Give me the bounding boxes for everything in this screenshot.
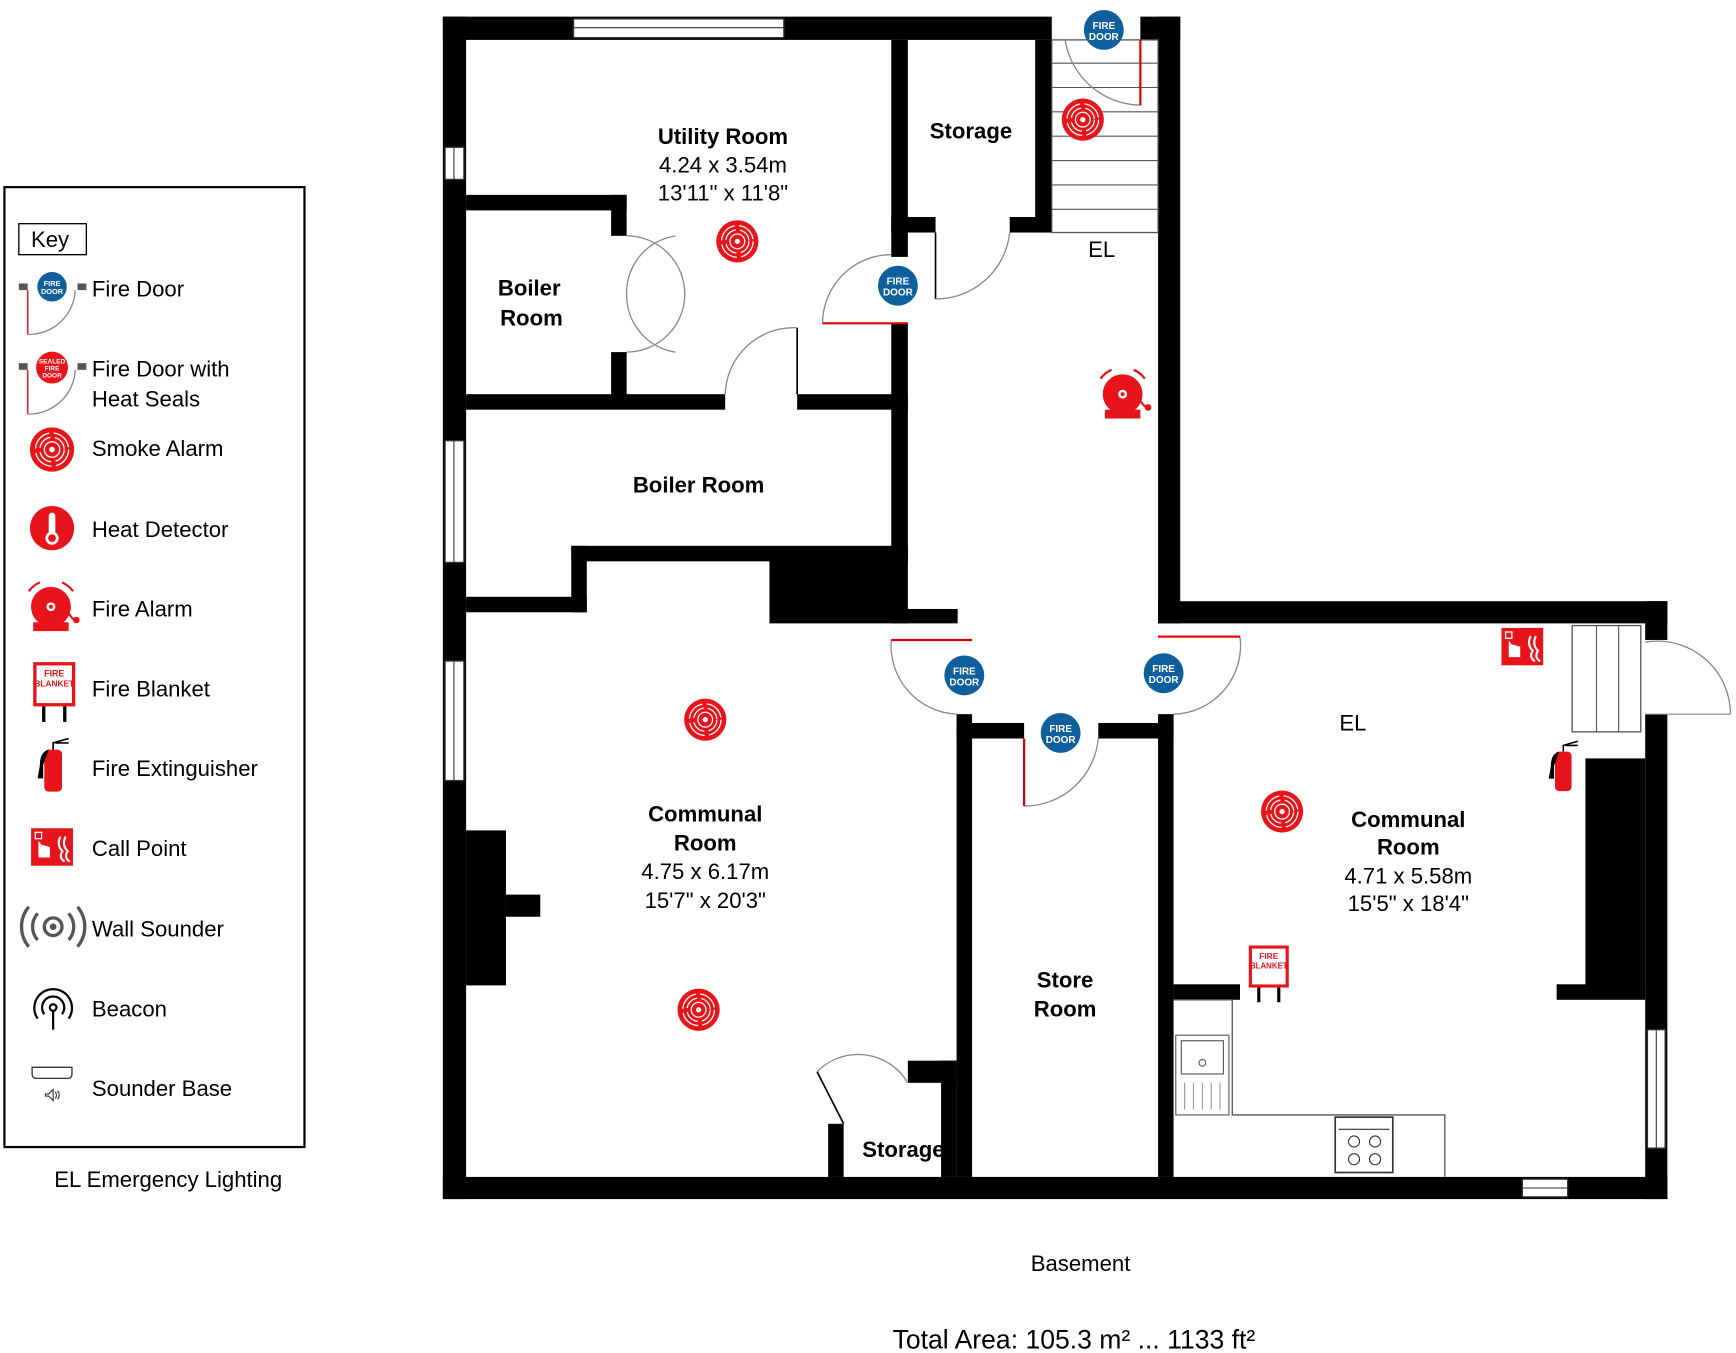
fire-alarm-icon [1099, 368, 1152, 420]
svg-text:DOOR: DOOR [949, 677, 979, 688]
svg-text:DOOR: DOOR [42, 373, 62, 380]
room-name-boiler: Boiler Room [633, 473, 765, 498]
smoke-alarm-icon [1260, 789, 1304, 834]
svg-text:Heat Seals: Heat Seals [92, 386, 200, 411]
svg-text:Room: Room [674, 830, 737, 855]
key-item-sounder-base: Sounder Base [31, 1066, 232, 1102]
svg-text:Fire Extinguisher: Fire Extinguisher [92, 756, 258, 781]
fire-blanket-icon: FIRE BLANKET [33, 662, 76, 722]
svg-text:FIRE: FIRE [1259, 951, 1279, 961]
call-point-icon [1501, 627, 1544, 666]
cooker [1334, 1116, 1394, 1174]
svg-text:DOOR: DOOR [1046, 735, 1076, 746]
svg-text:FIRE: FIRE [1049, 724, 1072, 735]
staircase-top [1051, 39, 1159, 234]
key-title: Key [31, 227, 70, 252]
svg-text:FIRE: FIRE [887, 277, 910, 288]
fire-door-icon: FIRE DOOR [1143, 653, 1184, 694]
svg-text:Boiler: Boiler [498, 276, 561, 301]
room-name-storage-top: Storage [930, 118, 1012, 143]
svg-text:Storage: Storage [862, 1137, 944, 1162]
fire-door-icon: FIRE DOOR [944, 655, 985, 696]
smoke-alarm-icon [29, 426, 75, 473]
fire-blanket-icon: FIRE BLANKET [1248, 945, 1289, 1003]
sink [1175, 1034, 1230, 1116]
svg-text:Fire Blanket: Fire Blanket [92, 676, 210, 701]
total-area: Total Area: 105.3 m² ... 1133 ft² [893, 1325, 1256, 1353]
smoke-alarm-icon [683, 697, 727, 742]
key-legend: Key FIRE DOOR Fire Door SEALED FIRE DOOR… [3, 186, 306, 1149]
svg-text:Beacon: Beacon [92, 996, 167, 1021]
walls [442, 16, 1668, 1200]
staircase-right [1571, 624, 1642, 733]
svg-text:Heat Detector: Heat Detector [92, 517, 229, 542]
svg-text:Room: Room [1377, 835, 1440, 860]
svg-text:FIRE: FIRE [45, 366, 60, 373]
svg-text:Smoke Alarm: Smoke Alarm [92, 436, 224, 461]
svg-text:Call Point: Call Point [92, 836, 187, 861]
svg-text:Store: Store [1037, 968, 1094, 993]
svg-text:BLANKET: BLANKET [1250, 962, 1288, 971]
svg-text:Communal: Communal [648, 802, 762, 827]
svg-text:Communal: Communal [1351, 807, 1465, 832]
key-item-sealed-fire-door: SEALED FIRE DOOR Fire Door with Heat Sea… [18, 351, 230, 415]
key-item-beacon: Beacon [33, 988, 167, 1031]
emergency-lighting-marker: EL [1339, 711, 1366, 736]
emergency-lighting-note: EL Emergency Lighting [54, 1167, 282, 1192]
svg-text:Room: Room [1034, 996, 1097, 1021]
fire-extinguisher-icon [1547, 740, 1579, 792]
svg-text:15'5" x 18'4": 15'5" x 18'4" [1348, 891, 1469, 916]
fire-door-icon: FIRE DOOR [37, 272, 67, 302]
svg-text:DOOR: DOOR [1149, 675, 1179, 686]
svg-text:FIRE: FIRE [1152, 664, 1175, 675]
key-item-fire-extinguisher: Fire Extinguisher [36, 737, 258, 793]
svg-text:SEALED: SEALED [39, 359, 66, 366]
svg-text:FIRE: FIRE [44, 279, 61, 288]
emergency-lighting-marker: EL [1088, 237, 1115, 262]
svg-text:DOOR: DOOR [1089, 32, 1119, 43]
svg-text:FIRE: FIRE [44, 669, 64, 679]
svg-text:BLANKET: BLANKET [34, 678, 74, 688]
key-item-call-point: Call Point [31, 828, 187, 866]
svg-text:Room: Room [500, 306, 563, 331]
key-item-fire-blanket: FIRE BLANKET Fire Blanket [33, 662, 210, 722]
windows [444, 18, 1666, 1198]
smoke-alarm-icon [1061, 97, 1105, 142]
kitchen-units [1173, 999, 1446, 1177]
room-labels: Utility Room 4.24 x 3.54m 13'11" x 11'8"… [498, 118, 1472, 1162]
svg-text:FIRE: FIRE [1092, 21, 1115, 32]
key-item-heat-detector: Heat Detector [29, 506, 229, 551]
doors [625, 39, 1732, 1125]
room-name-utility: Utility Room [658, 124, 788, 149]
svg-text:4.75 x 6.17m: 4.75 x 6.17m [641, 859, 769, 884]
svg-text:15'7" x 20'3": 15'7" x 20'3" [645, 888, 766, 913]
fire-door-icon: FIRE DOOR [877, 265, 918, 306]
svg-text:Fire Door with: Fire Door with [92, 356, 230, 381]
heat-detector-icon [29, 506, 75, 551]
smoke-alarm-icon [715, 219, 760, 264]
svg-text:4.24 x 3.54m: 4.24 x 3.54m [659, 153, 787, 178]
svg-text:FIRE: FIRE [953, 666, 976, 677]
fire-door-icon: FIRE DOOR [1083, 10, 1124, 50]
fire-door-icon: FIRE DOOR [1040, 713, 1081, 753]
key-item-fire-door: FIRE DOOR Fire Door [18, 272, 184, 336]
svg-text:DOOR: DOOR [883, 288, 913, 299]
key-item-fire-alarm: Fire Alarm [27, 581, 193, 633]
svg-text:4.71 x 5.58m: 4.71 x 5.58m [1344, 864, 1472, 889]
call-point-icon [31, 828, 74, 866]
floor-name: Basement [1031, 1251, 1131, 1276]
svg-text:Fire Alarm: Fire Alarm [92, 597, 193, 622]
svg-text:Wall Sounder: Wall Sounder [92, 917, 224, 942]
svg-text:Sounder Base: Sounder Base [92, 1076, 232, 1101]
svg-text:13'11" x 11'8": 13'11" x 11'8" [658, 180, 788, 205]
svg-text:Fire Door: Fire Door [92, 277, 184, 302]
sealed-fire-door-icon: SEALED FIRE DOOR [36, 351, 68, 384]
svg-text:DOOR: DOOR [41, 287, 64, 296]
smoke-alarm-icon [676, 988, 721, 1032]
key-item-smoke-alarm: Smoke Alarm [29, 426, 224, 473]
plan-symbols: FIRE DOOR FIRE DOOR FIRE DOOR FIRE DOOR … [676, 10, 1579, 1032]
key-item-wall-sounder: Wall Sounder [19, 905, 224, 949]
